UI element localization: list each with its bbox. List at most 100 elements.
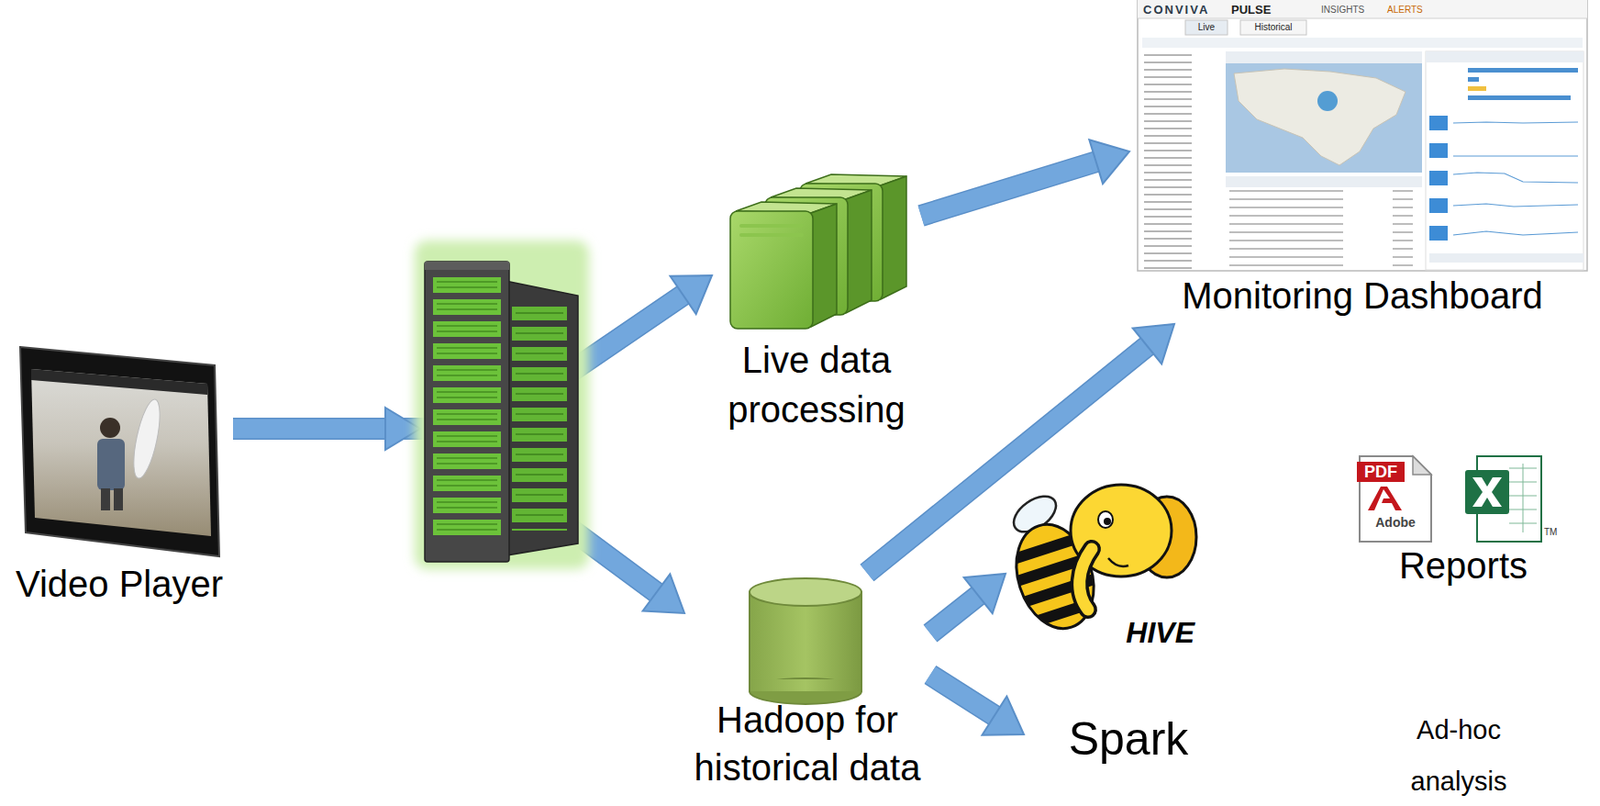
- arrow-shaft: [921, 161, 1099, 216]
- dashboard-tab-text: Historical: [1240, 22, 1307, 34]
- hive-logo: [1079, 548, 1092, 610]
- arrow-head: [1133, 323, 1175, 364]
- dashboard-screenshot: [1453, 231, 1578, 235]
- arrow-shaft-outline: [866, 344, 1149, 573]
- pdf-brand-text: Adobe: [1359, 514, 1432, 531]
- arrow-shaft: [930, 674, 997, 717]
- dashboard-screenshot: [1225, 51, 1423, 64]
- excel-icon: [1472, 477, 1502, 507]
- pdf-icon: [1367, 486, 1402, 511]
- hadoop-node: Hadoop for historical data: [688, 576, 927, 791]
- dashboard-screenshot: [1225, 187, 1423, 270]
- arrow-shaft: [930, 593, 980, 634]
- dashboard-screenshot: [1429, 115, 1448, 131]
- hive-logo: [1079, 548, 1092, 610]
- excel-icon: [1522, 463, 1524, 533]
- node-caption: Video Player: [9, 559, 230, 608]
- video-player-illustration: [20, 346, 220, 556]
- dashboard-screenshot: [1137, 0, 1588, 271]
- hive-logo: [1098, 511, 1113, 528]
- server-rack: [511, 304, 567, 531]
- server-group-illustration: [730, 201, 837, 329]
- database-cylinder: [749, 577, 862, 704]
- database-cylinder: [750, 678, 861, 691]
- arrow-head: [643, 573, 685, 613]
- node-caption: HIVE: [1009, 614, 1195, 650]
- block-arrow: [921, 139, 1130, 216]
- dashboard-menu-text: INSIGHTS: [1321, 4, 1365, 16]
- dashboard-screenshot: [1467, 86, 1487, 91]
- arrow-shaft-outline: [921, 161, 1099, 216]
- server-group-illustration: [730, 174, 907, 329]
- arrow-shaft-outline: [930, 593, 980, 634]
- spark-node: Spark: [1027, 711, 1230, 767]
- dashboard-screenshot: [1233, 68, 1406, 166]
- server-rack: [500, 279, 578, 556]
- hive-logo: [1108, 557, 1129, 567]
- block-arrow: [866, 323, 1175, 573]
- dashboard-screenshot: [1467, 77, 1479, 82]
- hive-logo: [1103, 517, 1112, 525]
- node-caption: Spark: [1027, 711, 1230, 767]
- dashboard-logo-text: CONVIVA: [1143, 2, 1210, 18]
- dashboard-screenshot: [1317, 90, 1338, 112]
- hive-logo: [983, 484, 1197, 639]
- dashboard-screenshot: [1453, 172, 1578, 183]
- dashboard-screenshot: [1453, 155, 1578, 156]
- video-player-node: Video Player: [9, 341, 230, 608]
- dashboard-alert-text: ALERTS: [1387, 4, 1423, 16]
- video-player-illustration: [97, 438, 125, 490]
- dashboard-screenshot: [1429, 143, 1448, 158]
- dashboard-screenshot: [1225, 63, 1423, 173]
- dashboard-screenshot: [1429, 225, 1448, 241]
- pdf-icon: [1356, 455, 1432, 542]
- node-caption: Live data processing: [715, 334, 918, 434]
- trademark-text: TM: [1544, 526, 1557, 538]
- dashboard-node: Monitoring Dashboard: [1133, 0, 1592, 321]
- arrow-shaft-outline: [930, 674, 997, 717]
- server-rack: [414, 240, 589, 569]
- excel-icon: [1465, 469, 1510, 514]
- pdf-icon: [1412, 455, 1432, 475]
- node-caption: Monitoring Dashboard: [1133, 270, 1592, 321]
- block-arrow: [930, 674, 1024, 735]
- live-processing-node: Live data processing: [715, 169, 918, 434]
- dashboard-screenshot: [1185, 20, 1228, 35]
- video-player-illustration: [31, 368, 208, 395]
- video-player-illustration: [100, 417, 121, 438]
- pdf-icon: [1356, 461, 1405, 482]
- dashboard-screenshot: [1453, 203, 1578, 207]
- hive-node: HIVE: [1009, 477, 1202, 650]
- dashboard-screenshot: [1429, 198, 1448, 213]
- dashboard-screenshot: [1137, 0, 1588, 271]
- dashboard-screenshot: [1137, 18, 1588, 20]
- database-cylinder: [749, 591, 862, 691]
- block-arrow: [930, 573, 1006, 634]
- arrow-head: [964, 573, 1006, 613]
- dashboard-screenshot: [1142, 37, 1583, 48]
- video-player-illustration: [100, 488, 111, 511]
- dashboard-screenshot: [1137, 0, 1588, 19]
- node-caption: Reports: [1348, 541, 1578, 589]
- free-text-label: Ad-hoc analysis: [1380, 703, 1537, 806]
- video-player-illustration: [113, 488, 123, 511]
- video-player-illustration: [20, 346, 220, 556]
- arrow-shaft: [866, 344, 1149, 573]
- dashboard-screenshot: [1240, 20, 1307, 35]
- dashboard-screenshot: [1139, 51, 1224, 270]
- dashboard-screenshot: [1429, 253, 1584, 263]
- arrow-head: [982, 695, 1024, 734]
- video-player-illustration: [128, 397, 166, 481]
- server-rack: [424, 261, 510, 270]
- arrow-head: [670, 275, 712, 314]
- dashboard-screenshot: [1225, 176, 1423, 188]
- dashboard-screenshot: [1467, 67, 1578, 73]
- video-player-illustration: [31, 368, 212, 536]
- dashboard-screenshot: [1467, 95, 1571, 100]
- excel-icon: [1465, 455, 1542, 542]
- dashboard-tab-text: Live: [1185, 22, 1228, 34]
- pdf-icon-text: PDF: [1356, 461, 1405, 482]
- dashboard-screenshot: [1425, 51, 1584, 63]
- database-cylinder: [749, 577, 862, 606]
